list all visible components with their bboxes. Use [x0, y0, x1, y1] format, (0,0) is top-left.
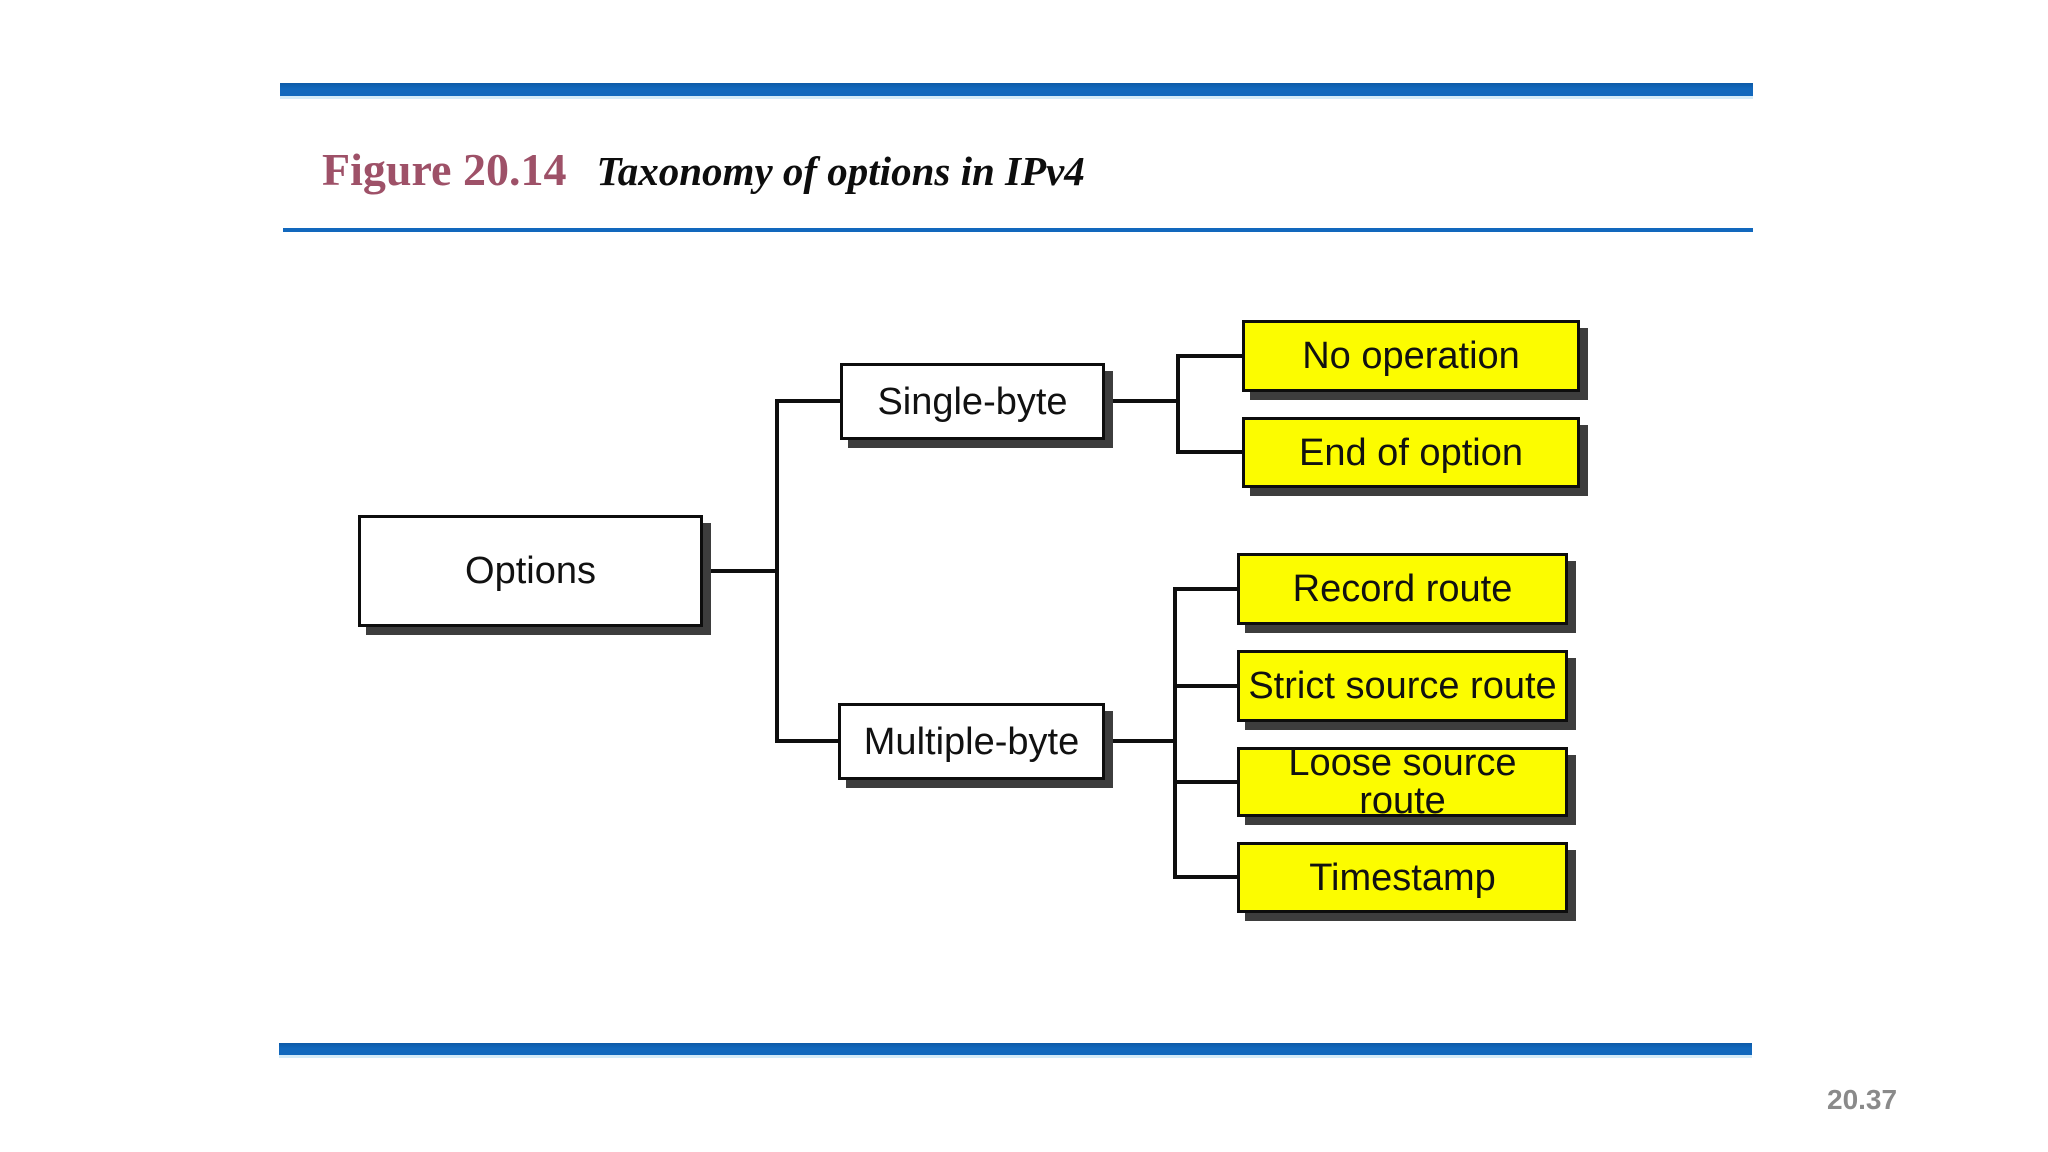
connector-bracket2-vertical [1173, 587, 1177, 879]
node-end-of-option-label: End of option [1299, 431, 1523, 474]
connector-trunk-vertical [775, 399, 779, 743]
top-rule-bar [280, 83, 1753, 96]
figure-heading: Figure 20.14 Taxonomy of options in IPv4 [322, 143, 1085, 196]
node-options: Options [358, 515, 703, 627]
bottom-rule-bar [279, 1043, 1752, 1055]
node-timestamp: Timestamp [1237, 842, 1568, 913]
node-end-of-option: End of option [1242, 417, 1580, 488]
connector-to-record-route [1173, 587, 1237, 591]
connector-single-byte-out [1105, 399, 1180, 403]
node-single-byte-label: Single-byte [877, 380, 1068, 423]
header-divider-rule [283, 228, 1753, 232]
node-no-operation: No operation [1242, 320, 1580, 392]
connector-to-multiple-byte [779, 739, 838, 743]
node-record-route-label: Record route [1292, 568, 1513, 610]
connector-to-no-operation [1176, 354, 1242, 358]
node-no-operation-label: No operation [1302, 335, 1520, 377]
connector-to-strict-source [1173, 684, 1237, 688]
figure-title: Taxonomy of options in IPv4 [596, 148, 1085, 194]
node-loose-source-route-label: Loose source route [1288, 742, 1517, 822]
node-options-label: Options [465, 550, 596, 592]
figure-label: Figure 20.14 [322, 144, 567, 195]
connector-to-timestamp [1173, 875, 1237, 879]
node-strict-source-route-label: Strict source route [1248, 665, 1557, 707]
node-record-route: Record route [1237, 553, 1568, 625]
connector-bracket1-vertical [1176, 354, 1180, 454]
node-single-byte: Single-byte [840, 363, 1105, 440]
connector-multiple-byte-out [1105, 739, 1177, 743]
connector-to-single-byte [779, 399, 840, 403]
connector-to-loose-source [1173, 780, 1237, 784]
node-timestamp-label: Timestamp [1309, 856, 1496, 899]
node-multiple-byte: Multiple-byte [838, 703, 1105, 780]
node-multiple-byte-label: Multiple-byte [863, 720, 1080, 763]
connector-options-out [703, 569, 779, 573]
connector-to-end-of-option [1176, 450, 1242, 454]
page-number: 20.37 [1827, 1084, 1898, 1115]
node-strict-source-route: Strict source route [1237, 650, 1568, 722]
node-loose-source-route: Loose source route [1237, 742, 1568, 822]
